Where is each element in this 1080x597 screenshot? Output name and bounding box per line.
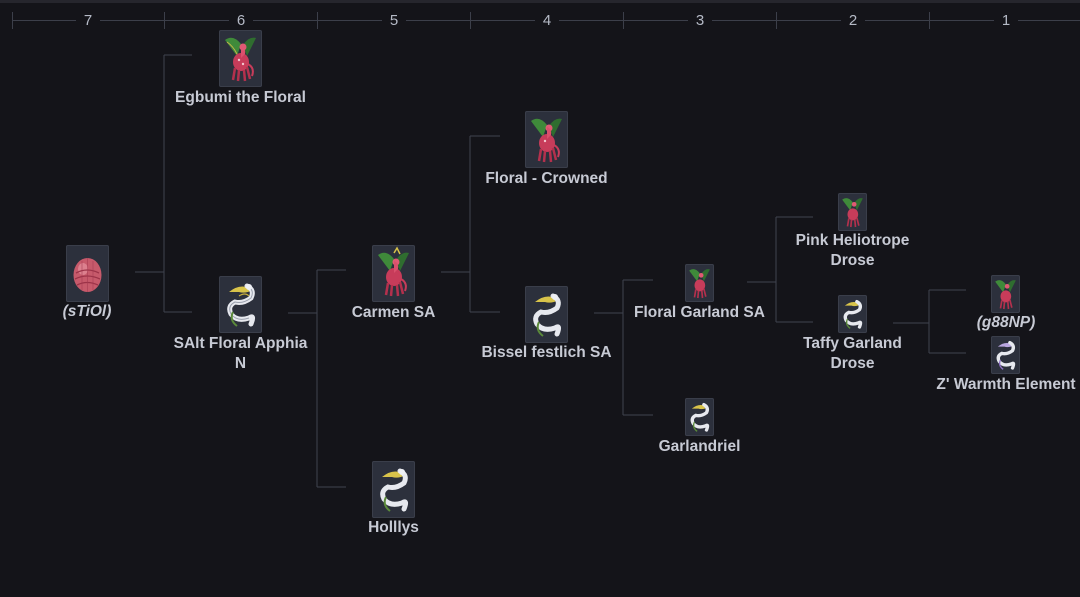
dragon-name[interactable]: Holllys: [368, 519, 419, 536]
generation-tick: [776, 12, 777, 29]
dragon-name-continued[interactable]: Drose: [830, 355, 875, 372]
red-dragon-icon[interactable]: [838, 193, 867, 231]
generation-tick: [470, 12, 471, 29]
dragon-name[interactable]: SAlt Floral Apphia: [173, 335, 308, 352]
dragon-name[interactable]: (sTiOl): [62, 303, 112, 320]
generation-label-2: 2: [841, 12, 865, 29]
red-dragon-icon[interactable]: [372, 245, 415, 302]
white-serpent-dragon-icon[interactable]: [991, 336, 1020, 374]
generation-tick: [12, 12, 13, 29]
dragon-name[interactable]: Carmen SA: [351, 304, 436, 321]
generation-label-4: 4: [535, 12, 559, 29]
red-dragon-icon[interactable]: [685, 264, 714, 302]
generation-tick: [929, 12, 930, 29]
dragon-name[interactable]: Pink Heliotrope: [795, 232, 910, 249]
red-dragon-icon[interactable]: [991, 275, 1020, 313]
egg-icon[interactable]: [66, 245, 109, 302]
dragon-name-continued[interactable]: Drose: [830, 252, 875, 269]
top-border: [0, 0, 1080, 3]
dragon-name[interactable]: Egbumi the Floral: [175, 89, 306, 106]
red-dragon-icon[interactable]: [219, 30, 262, 87]
dragon-name-continued[interactable]: N: [234, 355, 247, 372]
generation-tick: [164, 12, 165, 29]
generation-label-7: 7: [76, 12, 100, 29]
dragon-name[interactable]: Bissel festlich SA: [481, 344, 612, 361]
white-serpent-dragon-icon[interactable]: [525, 286, 568, 343]
generation-axis: 7 6 5 4 3 2 1: [0, 0, 1080, 40]
dragon-name[interactable]: Floral - Crowned: [485, 170, 608, 187]
generation-label-1: 1: [994, 12, 1018, 29]
white-serpent-dragon-icon[interactable]: [838, 295, 867, 333]
dragon-name[interactable]: Z' Warmth Element: [936, 376, 1076, 393]
dragon-name[interactable]: Garlandriel: [658, 438, 741, 455]
generation-label-6: 6: [229, 12, 253, 29]
generation-tick: [623, 12, 624, 29]
white-serpent-dragon-icon[interactable]: [372, 461, 415, 518]
generation-tick: [317, 12, 318, 29]
generation-label-5: 5: [382, 12, 406, 29]
white-serpent-dragon-icon[interactable]: [685, 398, 714, 436]
white-serpent-dragon-icon[interactable]: [219, 276, 262, 333]
dragon-name[interactable]: (g88NP): [976, 314, 1036, 331]
dragon-name[interactable]: Taffy Garland: [803, 335, 902, 352]
red-dragon-icon[interactable]: [525, 111, 568, 168]
generation-label-3: 3: [688, 12, 712, 29]
dragon-name[interactable]: Floral Garland SA: [634, 304, 765, 321]
